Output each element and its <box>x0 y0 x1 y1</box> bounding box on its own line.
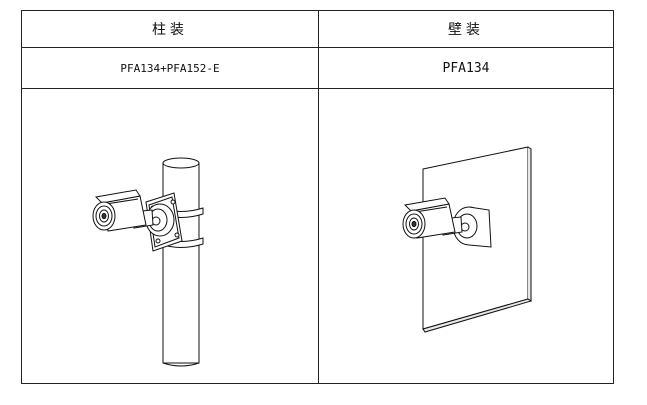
model-wall-mount: PFA134 <box>442 60 490 76</box>
row-divider-model <box>22 88 613 89</box>
mount-table: 柱装 壁装 PFA134+PFA152-E PFA134 <box>21 10 614 384</box>
wall-mount-camera-illustration <box>402 146 533 333</box>
column-divider <box>318 11 319 383</box>
pole-mount-camera-illustration <box>92 157 204 367</box>
row-divider-header <box>22 47 613 48</box>
model-pole-mount: PFA134+PFA152-E <box>120 61 220 75</box>
header-pole-mount: 柱装 <box>152 22 188 38</box>
header-wall-mount: 壁装 <box>448 22 484 38</box>
